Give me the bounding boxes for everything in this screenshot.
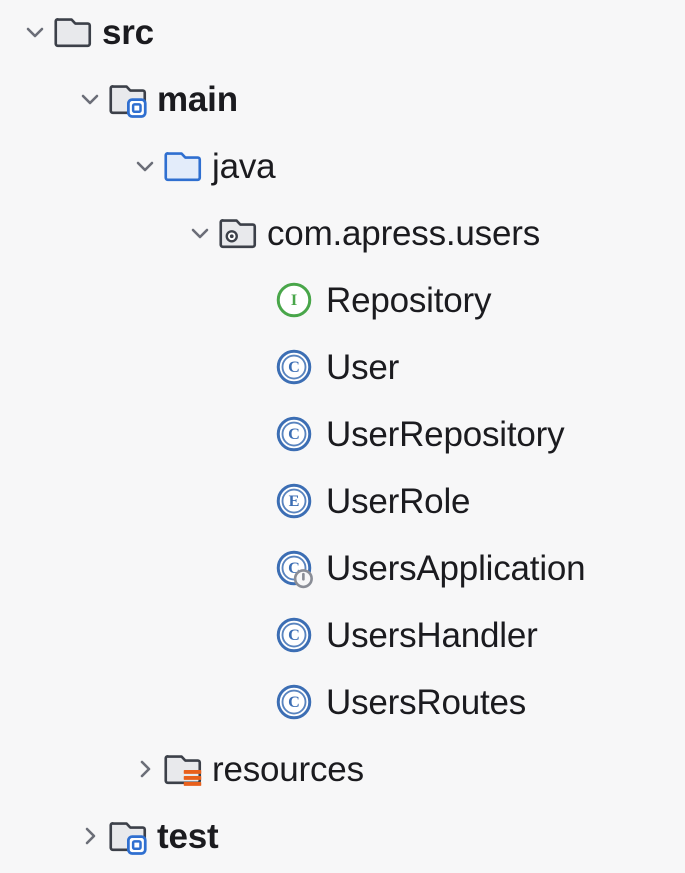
tree-node-label: UsersApplication (326, 548, 586, 588)
tree-node-label: com.apress.users (267, 213, 541, 253)
svg-text:C: C (288, 358, 300, 376)
svg-text:C: C (288, 559, 300, 577)
tree-node-label: User (326, 347, 400, 387)
tree-node-src[interactable]: src (18, 6, 154, 58)
enum-icon: E (272, 479, 316, 523)
tree-node-label: UserRepository (326, 414, 565, 454)
tree-node-test[interactable]: test (73, 810, 219, 862)
tree-node-label: UsersRoutes (326, 682, 527, 722)
java-source-folder-icon (162, 144, 206, 188)
resource-root-folder-icon (162, 747, 206, 791)
tree-node-users-handler[interactable]: C UsersHandler (238, 609, 538, 661)
svg-text:C: C (288, 425, 300, 443)
tree-node-label: java (212, 146, 276, 186)
svg-text:C: C (288, 626, 300, 644)
tree-node-user[interactable]: C User (238, 341, 399, 393)
chevron-right-icon[interactable] (73, 819, 107, 853)
tree-node-repository[interactable]: I Repository (238, 274, 491, 326)
chevron-down-icon[interactable] (18, 15, 52, 49)
folder-icon (52, 10, 96, 54)
chevron-down-icon[interactable] (128, 149, 162, 183)
class-icon: C (272, 613, 316, 657)
tree-node-label: Repository (326, 280, 492, 320)
tree-node-users-application[interactable]: C UsersApplication (238, 542, 586, 594)
tree-node-java[interactable]: java (128, 140, 276, 192)
class-icon: C (272, 345, 316, 389)
chevron-right-icon[interactable] (128, 752, 162, 786)
tree-node-user-repository[interactable]: C UserRepository (238, 408, 565, 460)
tree-node-label: UsersHandler (326, 615, 538, 655)
tree-node-label: UserRole (326, 481, 471, 521)
chevron-down-icon[interactable] (73, 82, 107, 116)
tree-node-resources[interactable]: resources (128, 743, 364, 795)
tree-node-user-role[interactable]: E UserRole (238, 475, 470, 527)
tree-node-label: src (102, 12, 154, 52)
tree-node-label: main (157, 79, 238, 119)
class-icon: C (272, 412, 316, 456)
interface-icon: I (272, 278, 316, 322)
tree-node-main[interactable]: main (73, 73, 238, 125)
svg-text:I: I (291, 291, 297, 309)
tree-node-com-apress-users[interactable]: com.apress.users (183, 207, 540, 259)
svg-text:C: C (288, 693, 300, 711)
class-icon: C (272, 680, 316, 724)
package-folder-icon (217, 211, 261, 255)
tree-node-label: test (157, 816, 219, 856)
tree-node-users-routes[interactable]: C UsersRoutes (238, 676, 526, 728)
chevron-down-icon[interactable] (183, 216, 217, 250)
source-root-folder-icon (107, 77, 151, 121)
source-root-folder-icon (107, 814, 151, 858)
tree-node-label: resources (212, 749, 364, 789)
class-runnable-icon: C (272, 546, 316, 590)
svg-text:E: E (289, 492, 300, 510)
